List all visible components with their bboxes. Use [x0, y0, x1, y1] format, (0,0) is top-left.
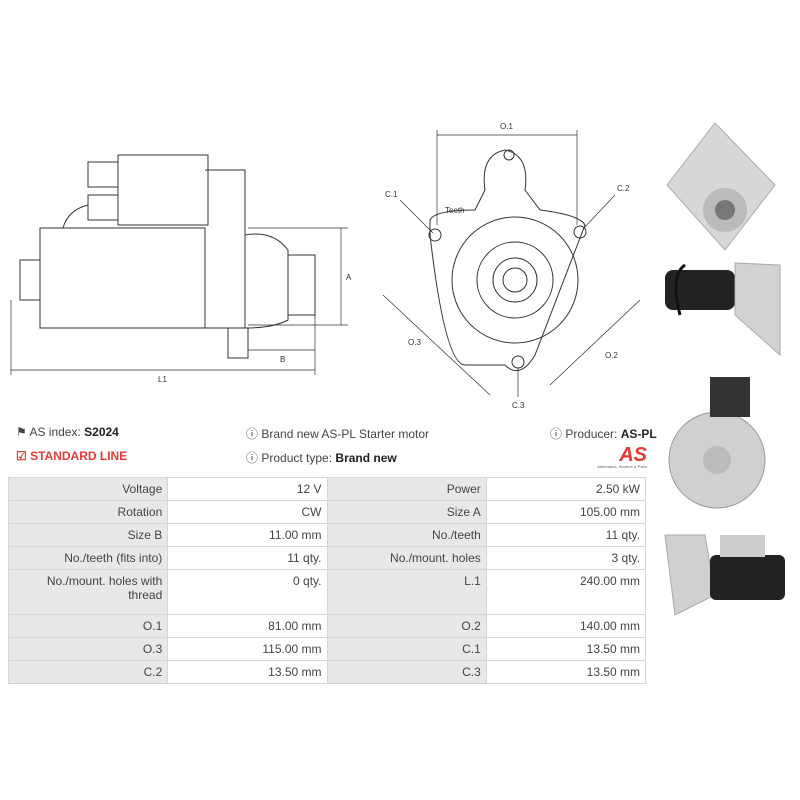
spec-label: No./mount. holes with thread — [7, 569, 169, 615]
tags-icon: ⚑ — [16, 425, 27, 439]
spec-label: O.2 — [326, 614, 487, 638]
dim-c3-label: C.3 — [512, 401, 525, 410]
description: ⓘ Brand new AS-PL Starter motor — [246, 425, 429, 442]
spec-value: CW — [167, 500, 328, 524]
dim-a-label: A — [346, 273, 352, 282]
spec-label: C.2 — [7, 660, 169, 684]
side-view-diagram: A B L1 — [10, 154, 352, 384]
product-type-label: Product type: — [261, 451, 333, 465]
spec-label: O.1 — [7, 614, 169, 638]
dim-b-label: B — [280, 355, 285, 364]
spec-value: 13.50 mm — [167, 660, 328, 684]
dim-o3-label: O.3 — [408, 338, 421, 347]
spec-value: 0 qty. — [167, 569, 328, 615]
description-text: Brand new AS-PL Starter motor — [261, 427, 429, 441]
as-index-value: S2024 — [84, 425, 119, 439]
info-icon: ⓘ — [246, 451, 259, 465]
photo-side[interactable] — [665, 262, 781, 357]
logo-text: AS — [619, 444, 647, 466]
dim-o2-label: O.2 — [605, 351, 618, 360]
spec-value: 81.00 mm — [167, 614, 328, 638]
info-icon: ⓘ — [550, 427, 563, 441]
spec-value: 2.50 kW — [485, 477, 647, 501]
spec-label: O.3 — [7, 637, 169, 661]
spec-label: No./mount. holes — [326, 546, 487, 570]
dim-c1-label: C.1 — [385, 190, 398, 199]
spec-label: L.1 — [326, 569, 487, 615]
spec-value: 11 qty. — [485, 523, 647, 547]
front-view-diagram: O.1 O.2 O.3 C.1 C.2 C.3 Teeth — [382, 122, 641, 410]
spec-value: 240.00 mm — [485, 569, 647, 615]
spec-label: C.1 — [326, 637, 487, 661]
as-logo: AS Alternators, Starters & Parts — [585, 444, 647, 469]
spec-value: 13.50 mm — [485, 637, 647, 661]
dim-o1-label: O.1 — [500, 122, 513, 131]
spec-label: Size A — [326, 500, 487, 524]
producer-label: Producer: — [565, 427, 618, 441]
producer: ⓘ Producer: AS-PL — [550, 425, 657, 442]
spec-value: 140.00 mm — [485, 614, 647, 638]
spec-value: 105.00 mm — [485, 500, 647, 524]
dim-l1-label: L1 — [158, 375, 167, 384]
info-icon: ⓘ — [246, 427, 259, 441]
product-type: ⓘ Product type: Brand new — [246, 449, 397, 466]
spec-label: Power — [326, 477, 487, 501]
photo-rear[interactable] — [668, 377, 766, 509]
standard-line: ☑ STANDARD LINE — [16, 449, 127, 463]
as-index-label: AS index: — [29, 425, 81, 439]
photo-side-2[interactable] — [664, 534, 785, 616]
product-type-value: Brand new — [335, 451, 397, 465]
teeth-label: Teeth — [445, 206, 465, 215]
as-index: ⚑ AS index: S2024 — [16, 425, 119, 439]
photo-front[interactable] — [666, 122, 776, 251]
spec-value: 3 qty. — [485, 546, 647, 570]
product-photos — [664, 122, 785, 616]
dim-c2-label: C.2 — [617, 184, 630, 193]
spec-label: Rotation — [7, 500, 169, 524]
spec-value: 115.00 mm — [167, 637, 328, 661]
spec-value: 12 V — [167, 477, 328, 501]
spec-label: No./teeth (fits into) — [7, 546, 169, 570]
standard-line-label: STANDARD LINE — [30, 449, 128, 463]
table-row: No./teeth (fits into)11 qty.No./mount. h… — [7, 546, 647, 570]
spec-label: C.3 — [326, 660, 487, 684]
logo-tagline: Alternators, Starters & Parts — [597, 464, 647, 469]
spec-label: Voltage — [7, 477, 169, 501]
producer-value: AS-PL — [620, 427, 657, 441]
checkbox-icon: ☑ — [16, 449, 27, 463]
spec-label: No./teeth — [326, 523, 487, 547]
spec-value: 11 qty. — [167, 546, 328, 570]
spec-label: Size B — [7, 523, 169, 547]
spec-value: 11.00 mm — [167, 523, 328, 547]
spec-value: 13.50 mm — [485, 660, 647, 684]
